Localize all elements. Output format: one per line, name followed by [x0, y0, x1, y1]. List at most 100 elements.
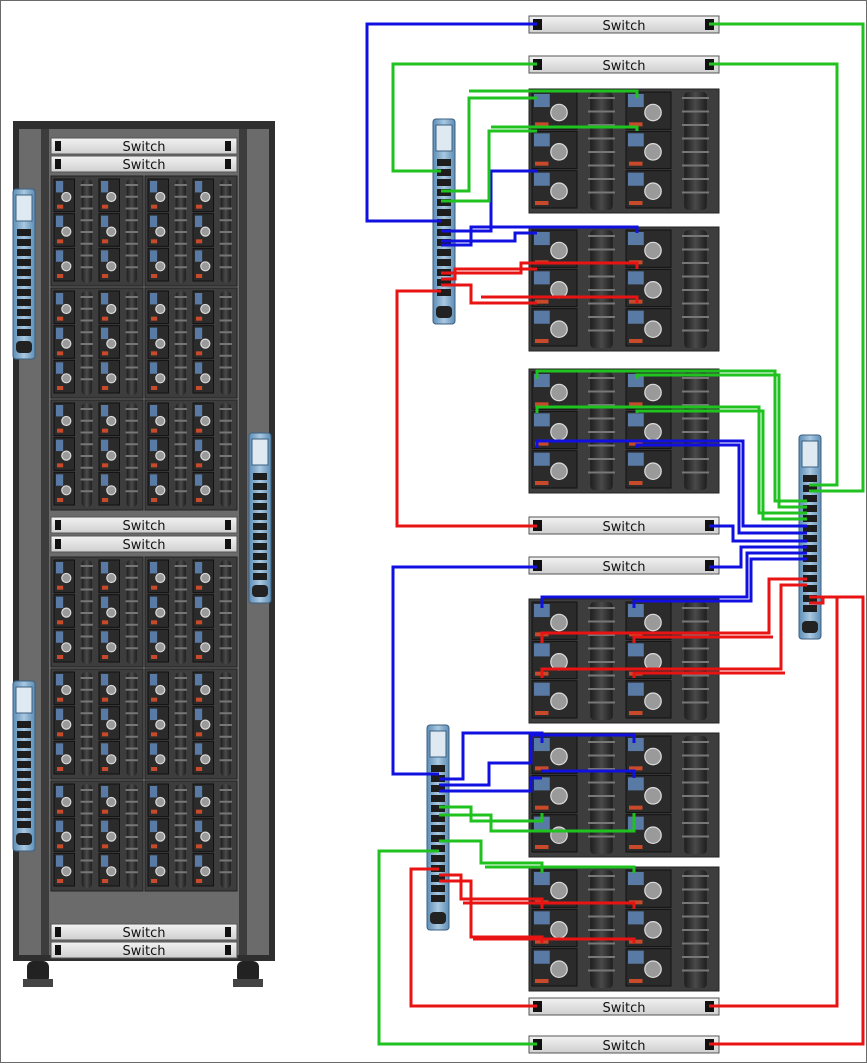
cylinder-ring: [588, 289, 615, 291]
fan-icon: [201, 685, 210, 694]
cylinder-ring: [126, 589, 138, 591]
status-led: [151, 351, 157, 355]
fan-icon: [62, 304, 71, 313]
fan-icon: [645, 104, 661, 120]
status-led: [151, 586, 157, 590]
pdu-outlet: [431, 795, 445, 802]
fan-icon: [156, 755, 165, 764]
cylinder-ring: [220, 367, 232, 369]
status-led: [196, 386, 202, 390]
cylinder-ring: [81, 467, 93, 469]
fan-icon: [201, 573, 210, 582]
status-led: [535, 201, 549, 205]
cylinder-ring: [682, 249, 709, 251]
status-led: [151, 205, 157, 209]
node-label-plate: [150, 855, 157, 866]
cylinder-ring: [220, 355, 232, 357]
cylinder-ring: [81, 824, 93, 826]
pdu-outlet: [17, 721, 31, 728]
cylinder-ring: [126, 689, 138, 691]
cylinder-ring: [126, 219, 138, 221]
pdu-outlet: [17, 761, 31, 768]
fan-icon: [156, 797, 165, 806]
pdu-outlet: [17, 751, 31, 758]
cylinder-ring: [175, 848, 187, 850]
fan-icon: [645, 922, 661, 938]
pdu-outlet: [17, 309, 31, 316]
cylinder-ring: [220, 612, 232, 614]
cylinder-ring: [81, 736, 93, 738]
cylinder-ring: [220, 266, 232, 268]
node-label-plate: [628, 738, 644, 751]
cylinder-ring: [588, 97, 615, 99]
node-label-plate: [195, 709, 202, 720]
status-led: [535, 300, 549, 304]
fan-icon: [156, 227, 165, 236]
cylinder-ring: [81, 266, 93, 268]
node-label-plate: [56, 855, 63, 866]
cylinder-ring: [588, 276, 615, 278]
cylinder-ring: [126, 577, 138, 579]
cylinder-ring: [682, 377, 709, 379]
cylinder-ring: [175, 320, 187, 322]
cylinder-ring: [682, 648, 709, 650]
node-label-plate: [150, 328, 157, 339]
node-label-plate: [628, 453, 644, 466]
cylinder-ring: [175, 600, 187, 602]
cylinder-ring: [81, 589, 93, 591]
node-label-plate: [101, 181, 108, 192]
node-label-plate: [628, 413, 644, 426]
fan-icon: [107, 797, 116, 806]
cylinder-ring: [682, 472, 709, 474]
cylinder-ring: [175, 565, 187, 567]
pdu-outlet: [253, 563, 267, 570]
node-label-plate: [150, 821, 157, 832]
fan-icon: [645, 748, 661, 764]
fan-icon: [107, 374, 116, 383]
pdu-display: [802, 441, 818, 467]
cylinder-ring: [220, 701, 232, 703]
cylinder-ring: [126, 443, 138, 445]
cylinder-ring: [220, 689, 232, 691]
cylinder-ring: [682, 970, 709, 972]
cylinder-ring: [126, 355, 138, 357]
cylinder-ring: [682, 795, 709, 797]
pdu-outlet: [253, 523, 267, 530]
cylinder-ring: [126, 724, 138, 726]
fan-icon: [107, 685, 116, 694]
cylinder-ring: [220, 636, 232, 638]
status-led: [629, 339, 643, 343]
switch-label: Switch: [123, 538, 166, 553]
red-cable: [709, 597, 863, 1044]
node-label-plate: [150, 440, 157, 451]
pdu-outlet: [253, 473, 267, 480]
status-led: [629, 806, 643, 810]
cylinder-ring: [81, 231, 93, 233]
status-led: [151, 844, 157, 848]
cylinder-ring: [175, 801, 187, 803]
switch-2: Switch: [529, 56, 719, 74]
pdu-display: [252, 439, 268, 465]
node-label-plate: [150, 562, 157, 573]
status-led: [102, 239, 108, 243]
fan-icon: [156, 486, 165, 495]
green-cable: [709, 64, 837, 485]
cylinder-ring: [126, 208, 138, 210]
fan-icon: [201, 832, 210, 841]
status-led: [102, 274, 108, 278]
cylinder-ring: [682, 956, 709, 958]
status-led: [57, 732, 63, 736]
status-led: [151, 317, 157, 321]
node-label-plate: [56, 674, 63, 685]
pdu-outlet: [17, 319, 31, 326]
status-led: [102, 698, 108, 702]
cylinder-ring: [126, 701, 138, 703]
red-cable: [397, 291, 537, 526]
cylinder-ring: [588, 702, 615, 704]
left-switch-top-1: Switch: [51, 138, 237, 155]
fan-icon: [107, 339, 116, 348]
node-label-plate: [56, 362, 63, 373]
status-led: [102, 386, 108, 390]
node-label-plate: [195, 786, 202, 797]
